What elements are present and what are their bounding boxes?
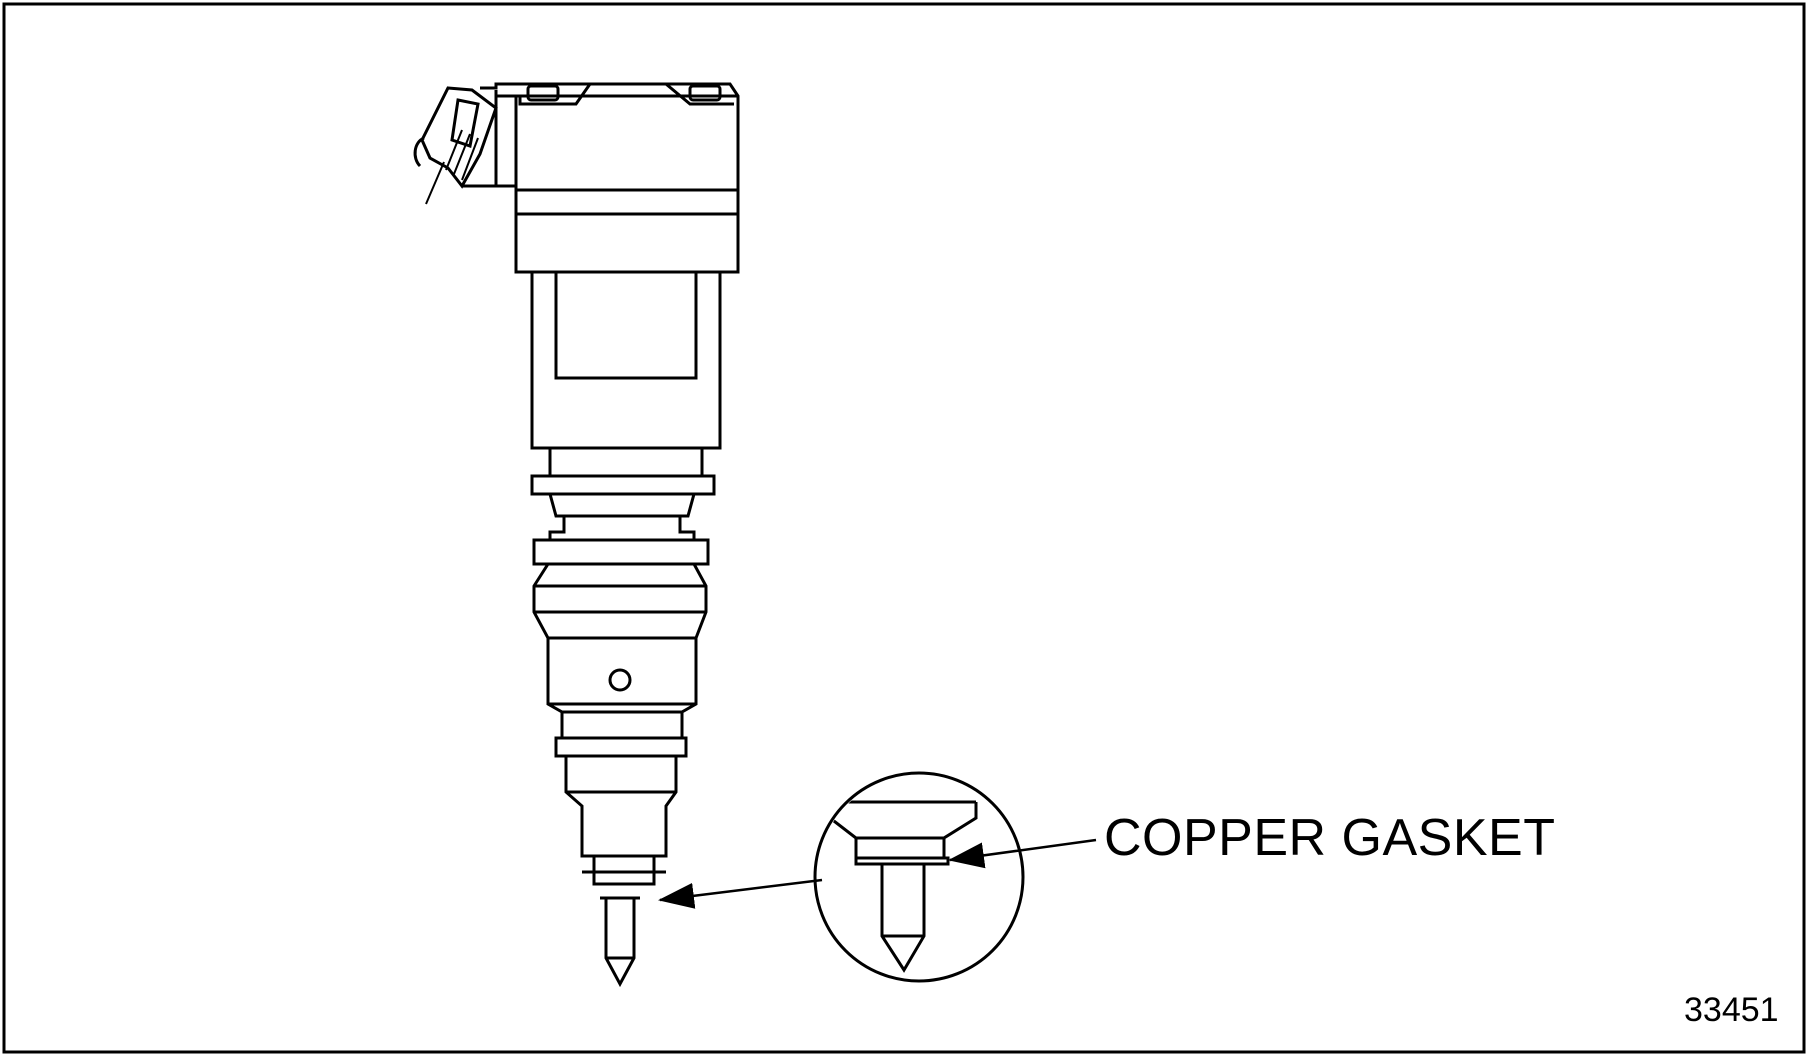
leader-to-gasket bbox=[948, 838, 1097, 869]
injector-connector bbox=[413, 86, 518, 205]
fuel-injector bbox=[413, 82, 740, 988]
injector-head bbox=[480, 82, 740, 274]
leader-to-injector bbox=[658, 878, 823, 909]
copper-gasket-detail bbox=[854, 856, 950, 866]
injector-port-hole bbox=[608, 668, 632, 692]
injector-nozzle-tip bbox=[600, 896, 640, 988]
copper-gasket-label: COPPER GASKET bbox=[1104, 809, 1556, 867]
injector-solenoid-body bbox=[530, 270, 722, 450]
injector-collars bbox=[530, 446, 716, 886]
detail-circle bbox=[813, 771, 1025, 983]
figure-number: 33451 bbox=[1684, 991, 1779, 1029]
gasket-detail-view bbox=[813, 771, 1025, 983]
